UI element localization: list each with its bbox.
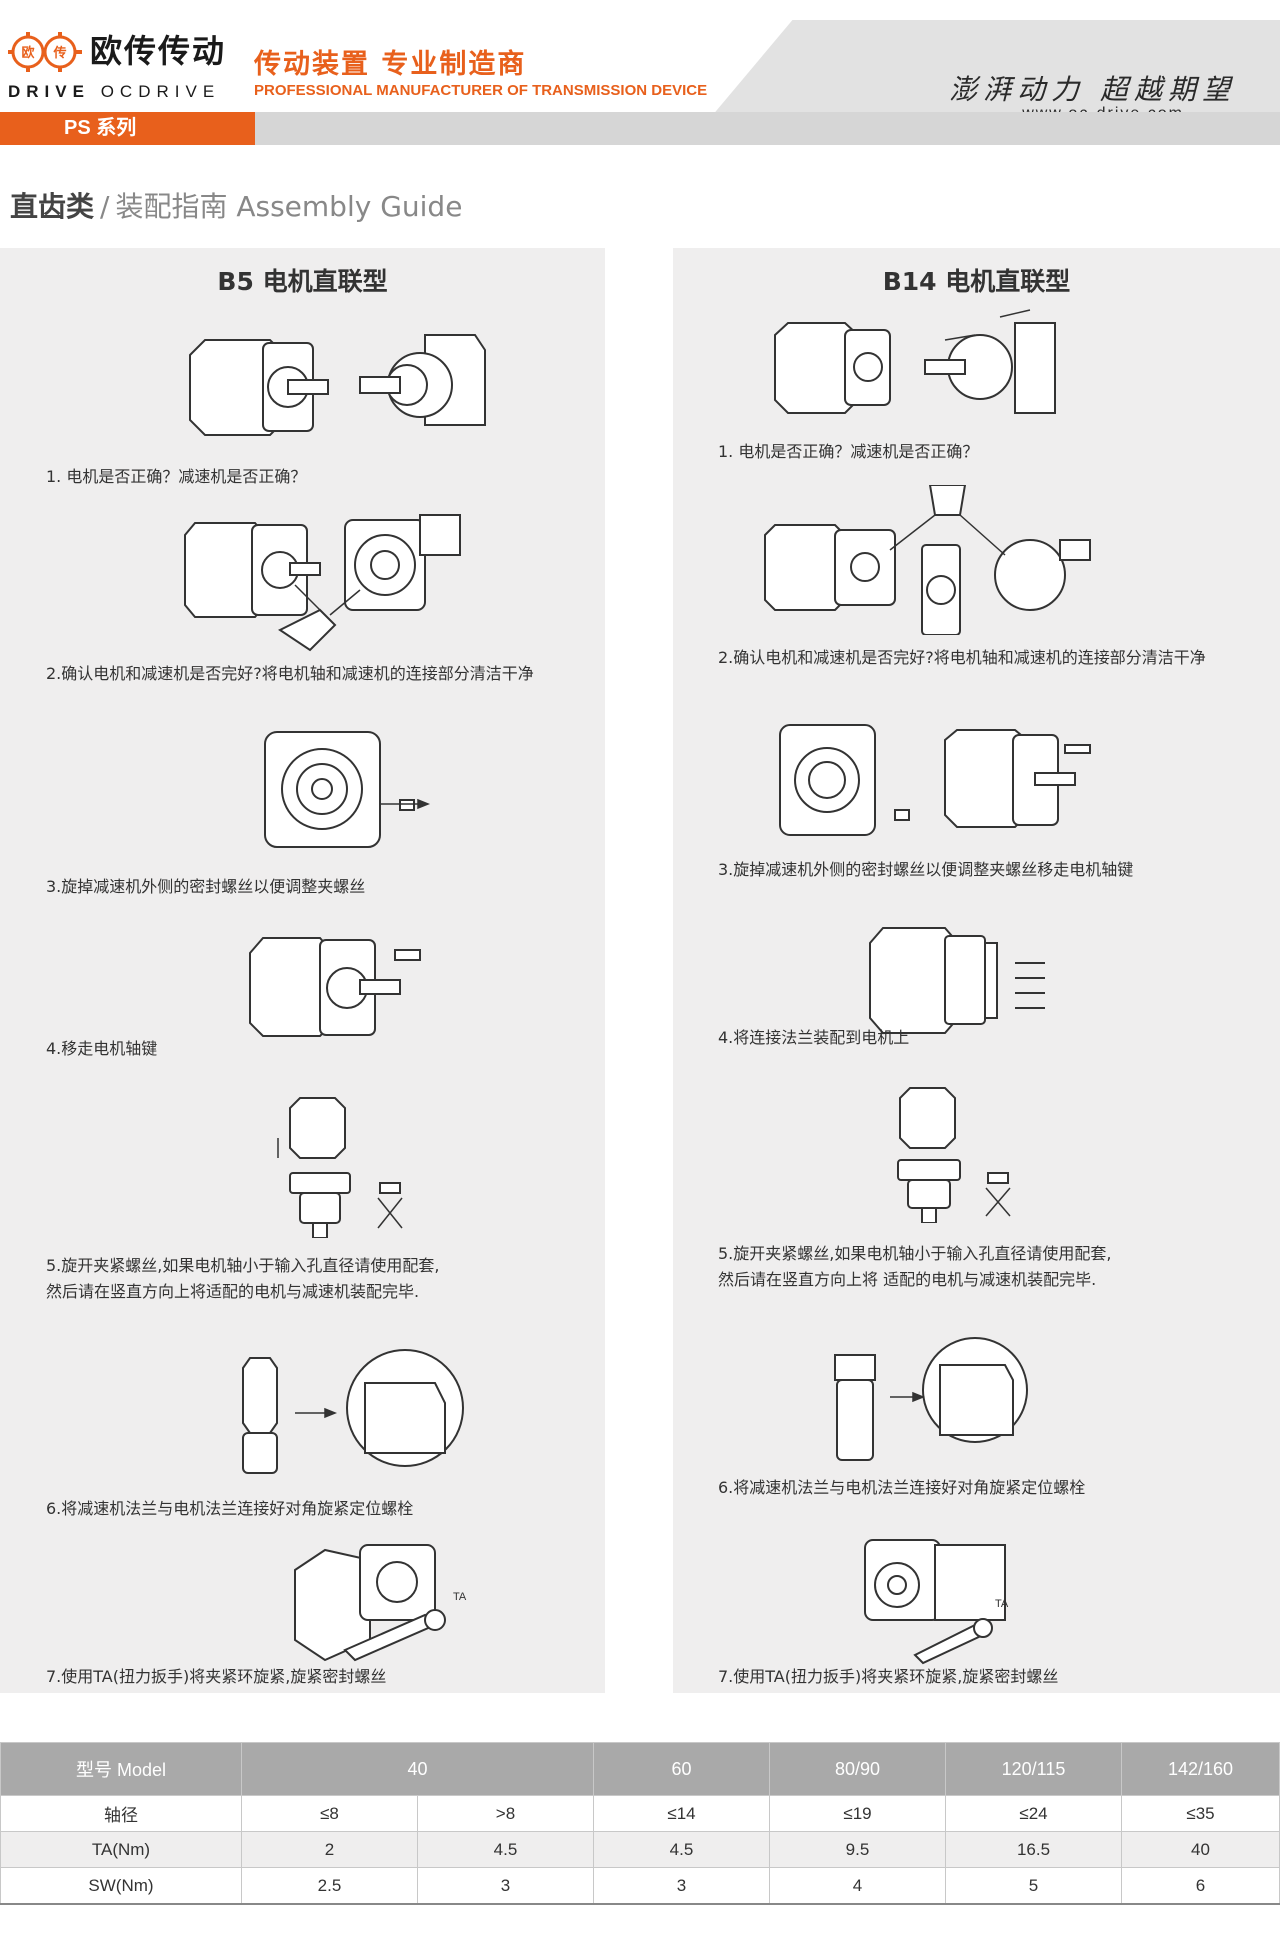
b14-step-4: 4.将连接法兰装配到电机上 [718,1028,910,1047]
table-cell: 4.5 [417,1831,594,1868]
b5-step7-figure: TA [285,1530,495,1670]
table-cell: 5 [945,1867,1122,1905]
header-model: 型号 Model [0,1742,242,1796]
b5-step-1: 1. 电机是否正确？减速机是否正确？ [46,467,307,486]
table-cell: 4.5 [593,1831,770,1868]
brand-logo[interactable]: 欧 传 欧传传动 DRIVE OCDRIVE [8,22,228,102]
b5-step6-figure [225,1328,475,1478]
flange-bolt-tightening-drawing [834,1337,1028,1461]
table-cell: 3 [417,1867,594,1905]
table-cell: 16.5 [945,1831,1122,1868]
brand-slogan: 澎湃动力 超越期望 [949,73,1236,106]
vertical-assembly-drawing [277,1097,403,1239]
section-subtitle: 装配指南 Assembly Guide [115,190,463,223]
table-row: SW(Nm) 2.5 3 3 4 5 6 [0,1867,1280,1905]
cleaning-connection-drawing [184,514,461,652]
b5-step5-figure [270,1088,430,1239]
table-cell: ≤35 [1121,1795,1280,1832]
vertical-assembly-drawing [897,1087,1011,1224]
header-size-60: 60 [593,1742,770,1796]
torque-wrench-drawing: TA [864,1539,1009,1665]
motor-and-reducer-drawing [774,309,1056,414]
cleaning-connection-drawing [764,484,1091,636]
b14-torque-label: TA [995,1598,1009,1610]
tagline-english: PROFESSIONAL MANUFACTURER OF TRANSMISSIO… [254,82,708,99]
table-cell: 9.5 [769,1831,946,1868]
seal-screw-and-shaft-key-drawing [779,724,1091,836]
b14-step-3: 3.旋掉减速机外侧的密封螺丝以便调整夹螺丝移走电机轴键 [718,860,1134,879]
b14-step7-figure: TA [855,1525,1055,1665]
spec-table: 型号 Model 40 60 80/90 120/115 142/160 轴径 … [0,1742,1280,1905]
b5-step2-figure [180,505,480,655]
b5-step-3: 3.旋掉减速机外侧的密封螺丝以便调整夹螺丝 [46,877,366,896]
b14-step-6: 6.将减速机法兰与电机法兰连接好对角旋紧定位螺栓 [718,1478,1086,1497]
table-cell: 40 [1121,1831,1280,1868]
series-tab[interactable]: PS 系列 [0,112,255,145]
table-cell: 2 [241,1831,418,1868]
logo-badge-2: 传 [52,45,66,61]
section-title: 直齿类/装配指南 Assembly Guide [10,190,463,223]
flange-bolt-tightening-drawing [242,1349,464,1474]
table-cell: ≤19 [769,1795,946,1832]
table-cell: ≤24 [945,1795,1122,1832]
b14-step-1: 1. 电机是否正确？减速机是否正确？ [718,442,979,461]
reducer-seal-screw-drawing [264,731,431,848]
table-cell: 轴径 [0,1795,242,1832]
b5-step4-figure [245,928,425,1043]
table-cell: ≤14 [593,1795,770,1832]
b14-step-2: 2.确认电机和减速机是否完好?将电机轴和减速机的连接部分清洁干净 [718,648,1206,667]
b5-step-5: 5.旋开夹紧螺丝,如果电机轴小于输入孔直径请使用配套, 然后请在竖直方向上将适配… [46,1256,440,1301]
flange-to-motor-drawing [869,927,1045,1034]
gear-logo-icon: 欧 传 [8,32,82,72]
b14-step5-figure [880,1078,1040,1224]
logo-chinese-name: 欧传传动 [90,32,227,70]
b5-step1-figure [185,325,495,445]
table-cell: 2.5 [241,1867,418,1905]
table-cell: SW(Nm) [0,1867,242,1905]
page-header: 欧 传 欧传传动 DRIVE OCDRIVE 传动装置 专业制造商 PROFES… [0,0,1280,145]
table-cell: 4 [769,1867,946,1905]
b5-step3-figure [260,722,431,857]
header-size-120-115: 120/115 [945,1742,1122,1796]
b5-panel-title: B5 电机直联型 [217,267,388,296]
b5-torque-label: TA [453,1591,467,1603]
header-size-142-160: 142/160 [1121,1742,1280,1796]
header-grey-bar [255,112,1280,145]
motor-and-reducer-drawing [189,334,486,436]
table-header-row: 型号 Model 40 60 80/90 120/115 142/160 [0,1742,1280,1796]
table-cell: >8 [417,1795,594,1832]
table-cell: ≤8 [241,1795,418,1832]
table-row: 轴径 ≤8 >8 ≤14 ≤19 ≤24 ≤35 [0,1795,1280,1832]
b5-step-4: 4.移走电机轴键 [46,1039,158,1058]
b14-step4-figure [865,918,1065,1043]
b14-step-7: 7.使用TA(扭力扳手)将夹紧环旋紧,旋紧密封螺丝 [718,1667,1059,1686]
table-cell: TA(Nm) [0,1831,242,1868]
b14-step6-figure [815,1325,1035,1465]
torque-wrench-drawing: TA [294,1544,467,1662]
section-category: 直齿类 [10,190,95,223]
tagline-chinese: 传动装置 专业制造商 [254,49,527,80]
b5-step-7: 7.使用TA(扭力扳手)将夹紧环旋紧,旋紧密封螺丝 [46,1667,387,1686]
logo-badge-1: 欧 [21,45,34,61]
header-size-80-90: 80/90 [769,1742,946,1796]
remove-shaft-key-drawing [249,937,421,1037]
logo-english-main: OCDRIVE [100,82,221,101]
logo-english-name: DRIVE OCDRIVE [8,82,220,102]
b5-step-2: 2.确认电机和减速机是否完好?将电机轴和减速机的连接部分清洁干净 [46,664,534,683]
b14-step-5: 5.旋开夹紧螺丝,如果电机轴小于输入孔直径请使用配套, 然后请在竖直方向上将 适… [718,1244,1112,1289]
b14-panel-title: B14 电机直联型 [882,267,1071,296]
table-row: TA(Nm) 2 4.5 4.5 9.5 16.5 40 [0,1831,1280,1868]
b14-step3-figure [775,715,1095,845]
b14-step2-figure [760,484,1100,636]
header-size-40: 40 [241,1742,594,1796]
table-cell: 6 [1121,1867,1280,1905]
b14-step1-figure [770,305,1070,425]
table-cell: 3 [593,1867,770,1905]
b5-step-6: 6.将减速机法兰与电机法兰连接好对角旋紧定位螺栓 [46,1499,414,1518]
logo-english-prefix: DRIVE [8,82,90,101]
